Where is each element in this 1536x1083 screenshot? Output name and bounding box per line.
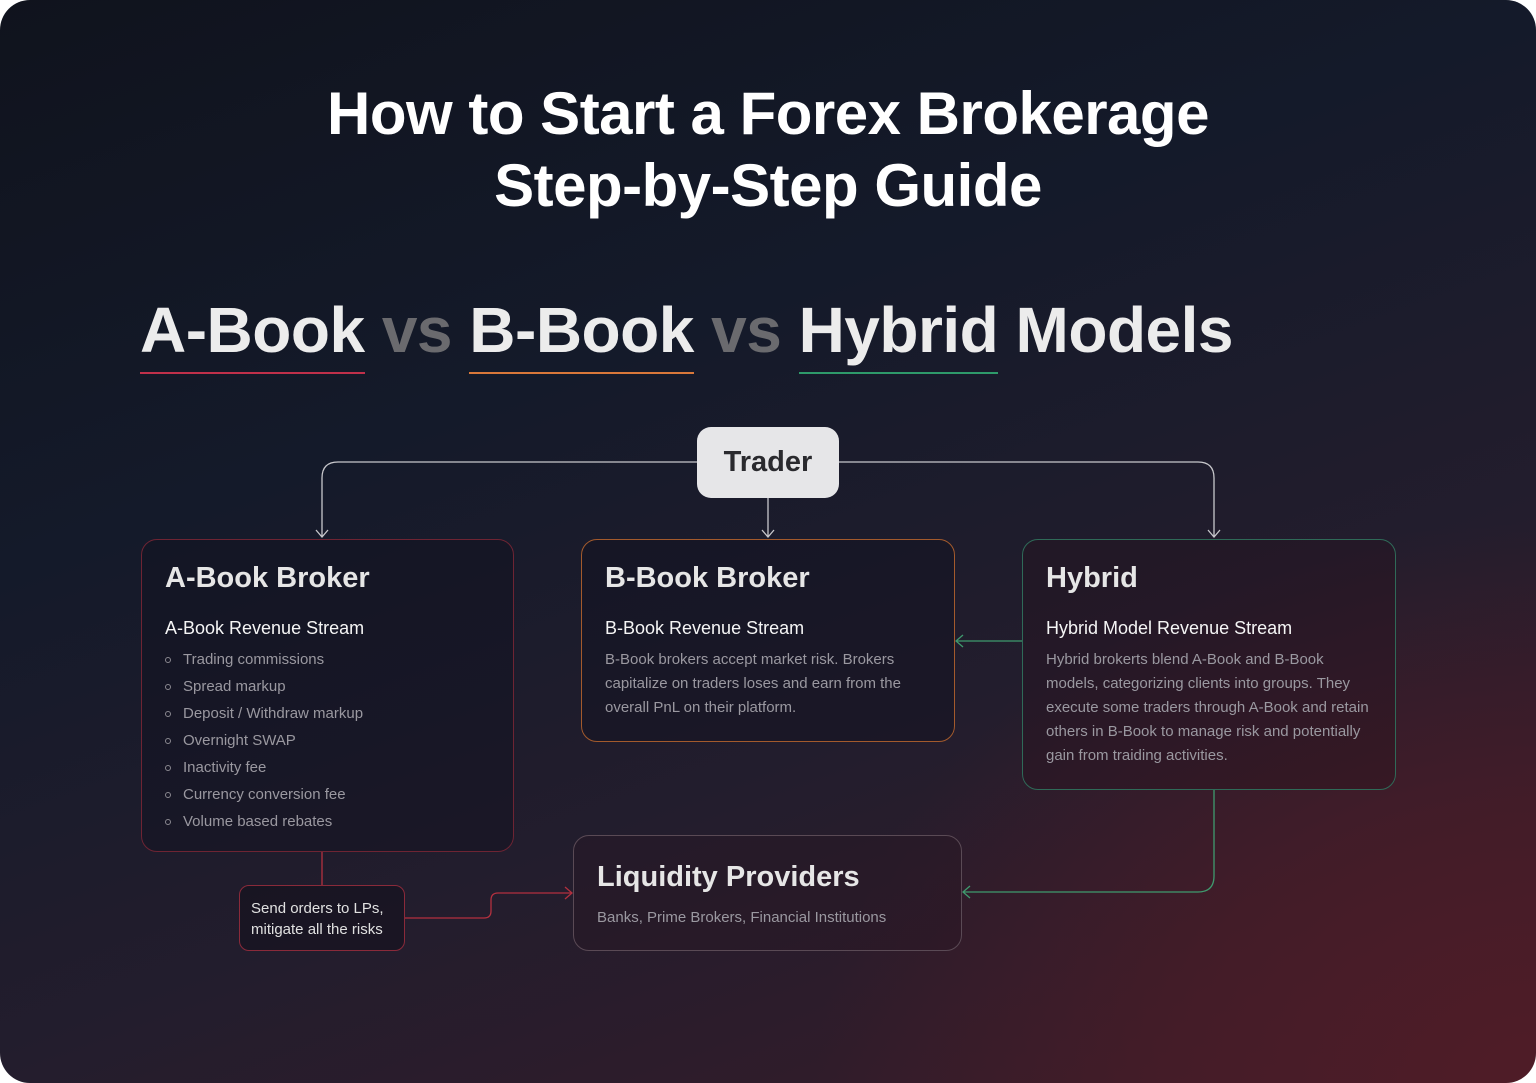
title-line-2: Step-by-Step Guide (494, 152, 1042, 219)
list-item: Inactivity fee (164, 754, 363, 781)
send-orders-note: Send orders to LPs, mitigate all the ris… (239, 885, 405, 951)
headline-b-book: B-Book (469, 292, 694, 374)
liquidity-card-title: Liquidity Providers (597, 861, 860, 893)
list-item: Deposit / Withdraw markup (164, 700, 363, 727)
hybrid-card-subtitle: Hybrid Model Revenue Stream (1046, 618, 1293, 638)
headline-a-book: A-Book (140, 292, 365, 374)
liquidity-providers-card: Liquidity Providers Banks, Prime Brokers… (573, 835, 962, 951)
liquidity-card-description: Banks, Prime Brokers, Financial Institut… (597, 909, 887, 926)
headline-vs-1: vs (381, 294, 453, 366)
list-item: Spread markup (164, 673, 363, 700)
b-book-card-title: B-Book Broker (605, 562, 810, 594)
bullet-circle-icon (165, 764, 171, 771)
list-item: Overnight SWAP (164, 727, 363, 754)
b-book-card-description: B-Book brokers accept market risk. Broke… (605, 651, 901, 716)
page-title: How to Start a Forex Brokerage Step-by-S… (0, 78, 1536, 222)
headline-models: Models (1015, 294, 1234, 366)
a-book-broker-card: A-Book Broker A-Book Revenue Stream Trad… (141, 539, 514, 852)
list-item: Trading commissions (164, 646, 363, 673)
models-headline: A-Book vs B-Book vs Hybrid Models (140, 292, 1234, 374)
a-book-card-title: A-Book Broker (165, 562, 370, 594)
b-book-underline (469, 372, 694, 374)
trader-node: Trader (697, 427, 839, 498)
hybrid-card-title: Hybrid (1046, 562, 1138, 594)
bullet-circle-icon (165, 818, 171, 825)
list-item: Currency conversion fee (164, 781, 363, 808)
bullet-circle-icon (165, 791, 171, 798)
bullet-circle-icon (165, 656, 171, 663)
hybrid-card-description: Hybrid brokerts blend A-Book and B-Book … (1046, 651, 1369, 764)
list-item: Volume based rebates (164, 808, 363, 835)
a-book-revenue-list: Trading commissions Spread markup Deposi… (164, 646, 363, 835)
title-line-1: How to Start a Forex Brokerage (327, 80, 1209, 147)
bullet-circle-icon (165, 710, 171, 717)
bullet-circle-icon (165, 683, 171, 690)
b-book-card-subtitle: B-Book Revenue Stream (605, 618, 805, 638)
a-book-card-subtitle: A-Book Revenue Stream (165, 618, 365, 638)
a-book-underline (140, 372, 365, 374)
hybrid-underline (798, 372, 999, 374)
note-line-2: mitigate all the risks (251, 921, 383, 938)
hybrid-card: Hybrid Hybrid Model Revenue Stream Hybri… (1022, 539, 1396, 790)
headline-vs-2: vs (711, 294, 782, 366)
b-book-broker-card: B-Book Broker B-Book Revenue Stream B-Bo… (581, 539, 955, 742)
headline-hybrid: Hybrid (798, 292, 999, 374)
note-line-1: Send orders to LPs, (251, 900, 384, 917)
bullet-circle-icon (165, 737, 171, 744)
